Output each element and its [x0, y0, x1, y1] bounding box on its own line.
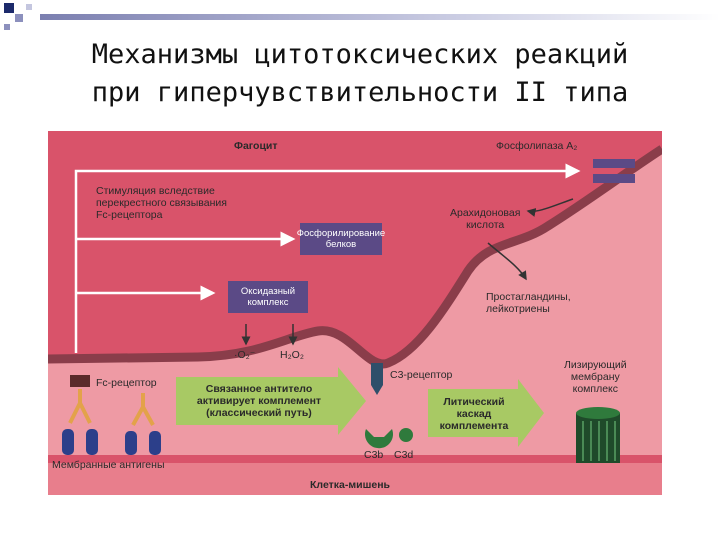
- phagocyte-membrane: [48, 145, 662, 369]
- phospholipase-label: Фосфолипаза A₂: [496, 140, 578, 152]
- arachidonic-label: Арахидоновая кислота: [450, 207, 521, 231]
- title-line-1: Механизмы цитотоксических реакций: [91, 39, 629, 70]
- phospholipase-bar-1: [593, 159, 635, 168]
- fc-receptor-mark: [70, 375, 90, 387]
- membrane-antigens-label: Мембранные антигены: [52, 459, 165, 471]
- complement-green-arrow: [176, 367, 366, 435]
- c3b-label: C3b: [364, 449, 384, 461]
- lytic-cascade-label: Литический каскад комплемента: [439, 396, 509, 432]
- target-cell-base: [48, 463, 662, 495]
- bound-antibody-label: Связанное антитело активирует комплемент…: [196, 383, 322, 419]
- lytic-green-arrow: [428, 379, 544, 447]
- prostaglandins-label: Простагландины, лейкотриены: [486, 291, 571, 315]
- corner-squares-decoration: [4, 3, 32, 30]
- arachidonic-arrow: [526, 198, 574, 217]
- prostaglandin-arrow: [487, 242, 527, 281]
- mac-label: Лизирующий мембрану комплекс: [564, 359, 627, 395]
- c3-receptor-label: C3-рецептор: [390, 369, 453, 381]
- membrane-attack-complex: [576, 407, 620, 463]
- phospholipase-bar-2: [593, 174, 635, 183]
- antibody-2: [131, 393, 155, 426]
- superoxide-label: ·O₂⁻: [234, 349, 256, 361]
- header-rule: [40, 14, 720, 20]
- c3d-label: C3d: [394, 449, 414, 461]
- fc-receptor-label: Fc-рецептор: [96, 377, 157, 389]
- c3b-shape: [365, 429, 393, 449]
- target-cell-label: Клетка-мишень: [310, 479, 390, 491]
- stimulation-label: Стимуляция вследствие перекрестного связ…: [96, 185, 227, 221]
- c3-receptor-mark: [371, 363, 383, 385]
- c3d-shape: [399, 428, 413, 442]
- hypersensitivity-diagram: Фагоцит Фосфолипаза A₂ Стимуляция вследс…: [48, 131, 662, 495]
- target-cell-membrane: [48, 455, 662, 463]
- title-line-2: при гиперчувствительности II типа: [91, 77, 629, 108]
- membrane-antigens: [62, 429, 161, 455]
- slide-title: Механизмы цитотоксических реакций при ги…: [0, 36, 720, 112]
- peroxide-label: H₂O₂: [280, 349, 304, 361]
- phagocyte-label: Фагоцит: [234, 140, 278, 152]
- antibody-1: [68, 389, 92, 424]
